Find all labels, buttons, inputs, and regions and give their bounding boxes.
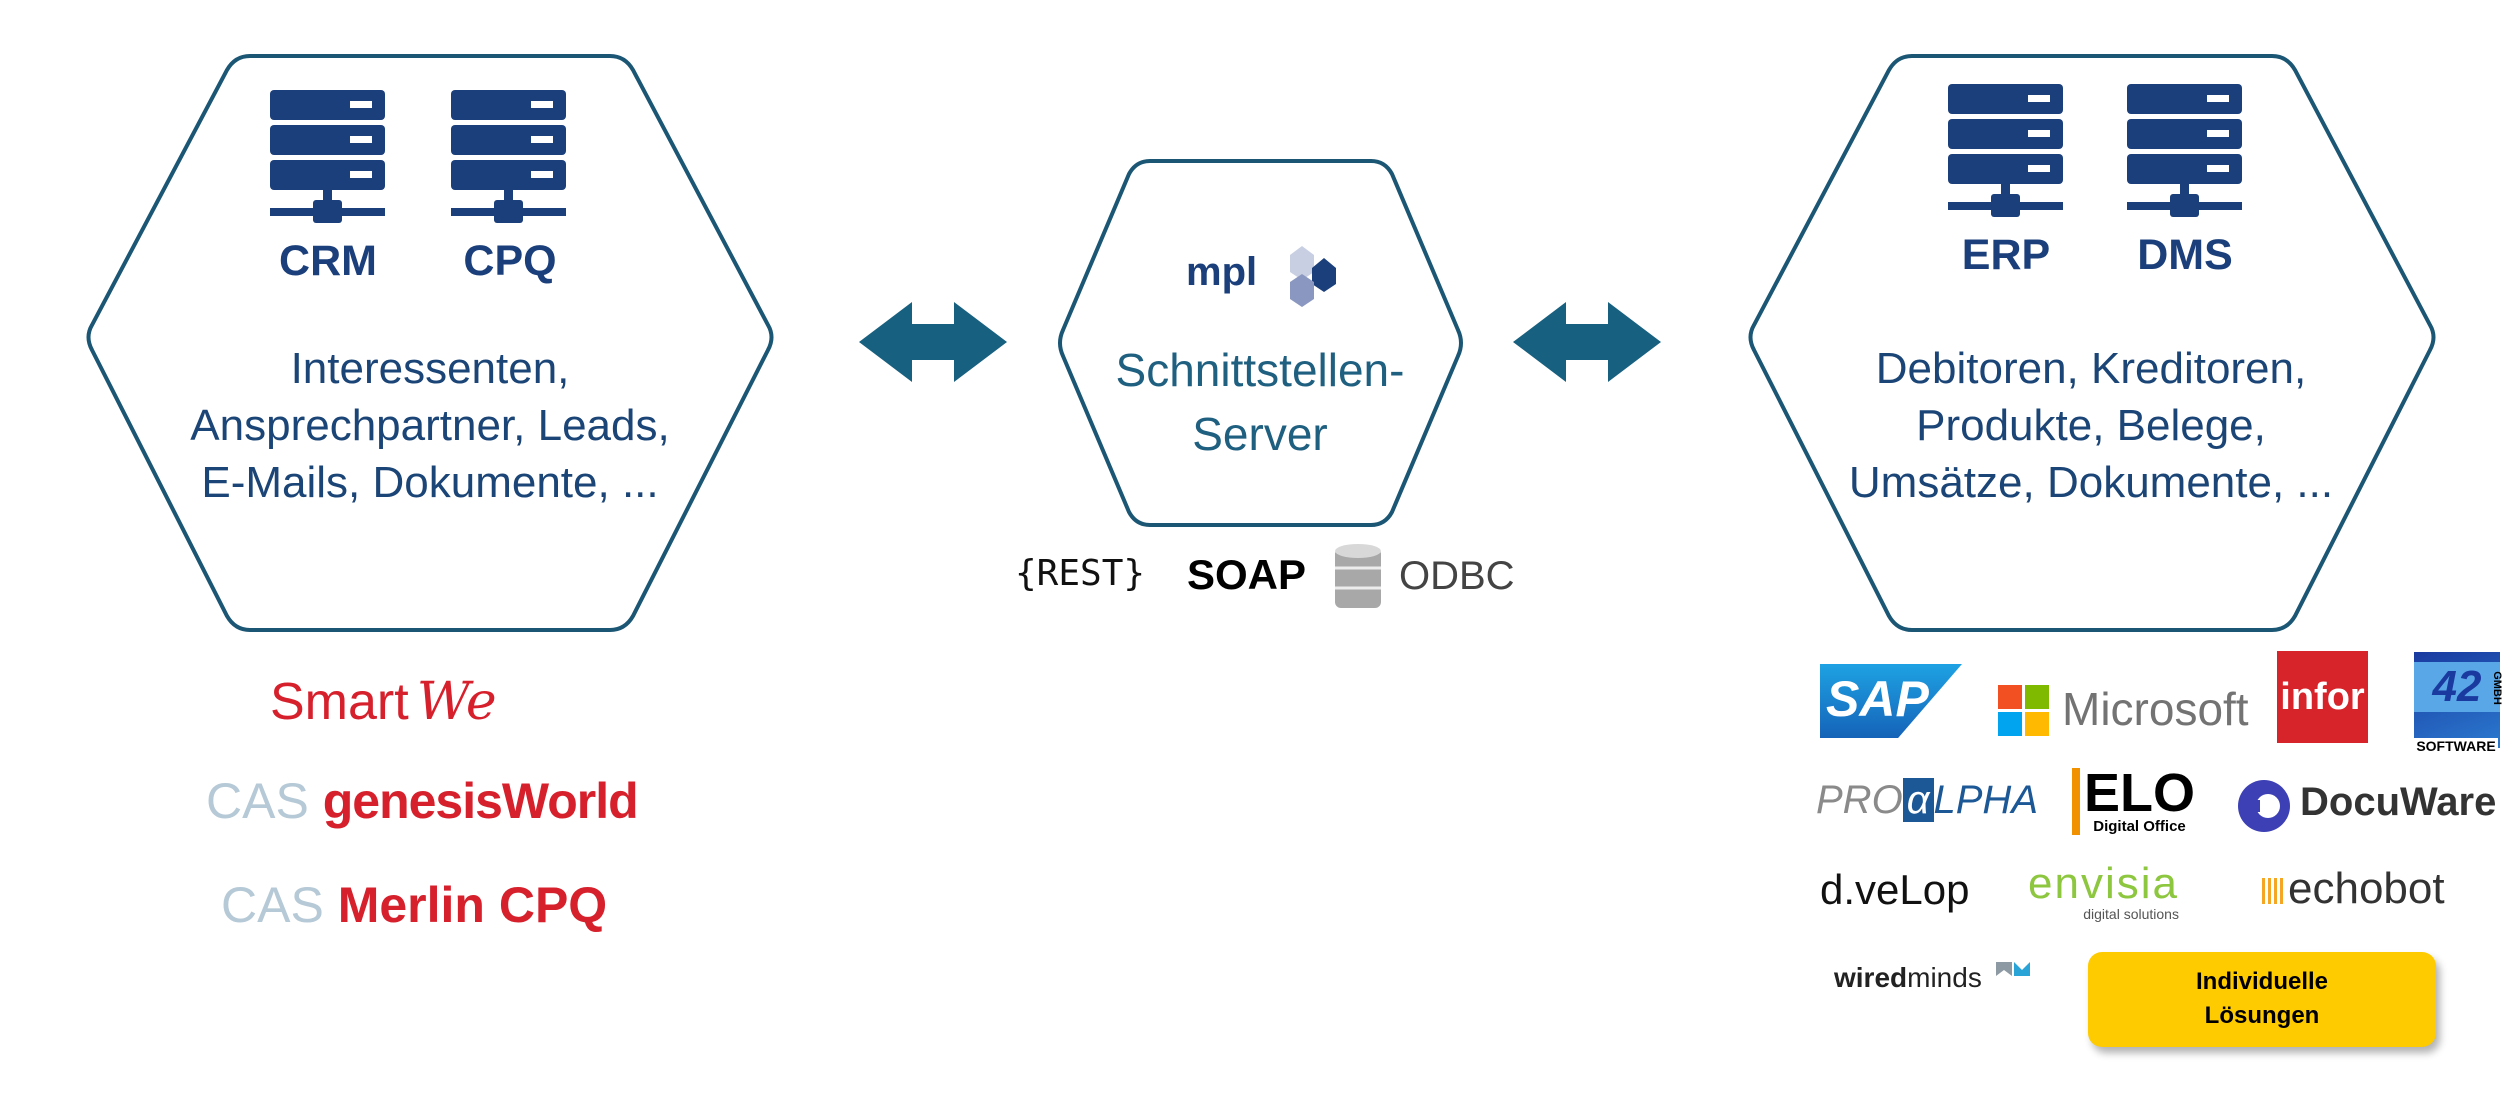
- left-entities: Interessenten, Ansprechpartner, Leads, E…: [130, 340, 730, 511]
- envisia-text: envisia: [2028, 859, 2179, 908]
- button-line: Lösungen: [2204, 1002, 2320, 1029]
- dms-label: DMS: [2137, 231, 2233, 279]
- server-title-line: Server: [1192, 408, 1328, 460]
- microsoft-logo: Microsoft: [2062, 683, 2249, 735]
- elo-text: ELO: [2084, 763, 2196, 823]
- docuware-logo: DocuWare: [2300, 780, 2497, 824]
- entity-line: Debitoren, Kreditoren,: [1875, 344, 2307, 393]
- merlin-text: Merlin CPQ: [337, 877, 608, 933]
- cpq-label: CPQ: [463, 237, 557, 285]
- entity-line: Produkte, Belege,: [1916, 401, 2266, 450]
- crm-label: CRM: [279, 237, 377, 285]
- genesisworld-logo: CAS genesisWorld: [206, 772, 639, 830]
- mpl-hexagons-icon: [1290, 246, 1336, 307]
- echobot-logo: echobot: [2288, 864, 2445, 913]
- wiredminds-logo: wiredminds: [1834, 962, 1982, 994]
- right-entities: Debitoren, Kreditoren, Produkte, Belege,…: [1791, 340, 2391, 511]
- server-icon: [270, 90, 385, 223]
- entity-line: Interessenten,: [290, 344, 570, 393]
- 42-software-text: SOFTWARE: [2414, 738, 2498, 754]
- infor-logo: infor: [2277, 651, 2368, 743]
- cas-text: CAS: [221, 877, 324, 933]
- erp-label: ERP: [1961, 231, 2051, 279]
- left-hexagon: [86, 54, 774, 632]
- dvelop-logo: d.veLop: [1820, 866, 1970, 913]
- entity-line: Ansprechpartner, Leads,: [190, 401, 670, 450]
- 42-number: 42: [2414, 662, 2500, 712]
- rest-label: {REST}: [1015, 553, 1146, 594]
- right-double-arrow: [1513, 302, 1661, 382]
- mpl-logo: mpl: [1186, 250, 1258, 294]
- proalpha-pro: PRO: [1816, 778, 1903, 822]
- docuware-logo-icon: [2238, 780, 2290, 832]
- server-title: Schnittstellen- Server: [1060, 338, 1460, 466]
- elo-sub: Digital Office: [2093, 818, 2186, 835]
- right-hexagon: [1748, 54, 2436, 632]
- wired-text: wired: [1834, 962, 1908, 993]
- proalpha-lpha: LPHA: [1933, 778, 2039, 822]
- envisia-sub: digital solutions: [2083, 906, 2179, 922]
- smartwe-text: Smart: [270, 673, 409, 731]
- entity-line: E-Mails, Dokumente, ...: [201, 458, 659, 507]
- server-icon: [2127, 84, 2242, 217]
- merlin-cpq-logo: CAS Merlin CPQ: [221, 876, 607, 934]
- center-hexagon: [1058, 159, 1463, 527]
- server-title-line: Schnittstellen-: [1115, 344, 1405, 396]
- database-icon: [1335, 544, 1381, 608]
- minds-text: minds: [1907, 962, 1982, 993]
- echobot-bars-icon: [2262, 878, 2283, 904]
- entity-line: Umsätze, Dokumente, ...: [1848, 458, 2334, 507]
- left-double-arrow: [859, 302, 1007, 382]
- 42-gmbh-text: GMBH: [2491, 671, 2504, 705]
- cas-text: CAS: [206, 773, 309, 829]
- 42-software-logo: 42 SOFTWARE GMBH: [2414, 652, 2504, 754]
- odbc-label: ODBC: [1399, 554, 1515, 598]
- server-icon: [1948, 84, 2063, 217]
- wiredminds-logo-icon: [1996, 962, 2030, 976]
- microsoft-logo-icon: [1998, 685, 2049, 736]
- genesisworld-text: genesisWorld: [322, 773, 639, 829]
- individuelle-loesungen-button[interactable]: Individuelle Lösungen: [2088, 952, 2436, 1047]
- server-icon: [451, 90, 566, 223]
- proalpha-alpha: α: [1902, 778, 1934, 822]
- smartwe-we: We: [416, 672, 497, 732]
- button-line: Individuelle: [2195, 968, 2329, 995]
- soap-label: SOAP: [1187, 551, 1307, 598]
